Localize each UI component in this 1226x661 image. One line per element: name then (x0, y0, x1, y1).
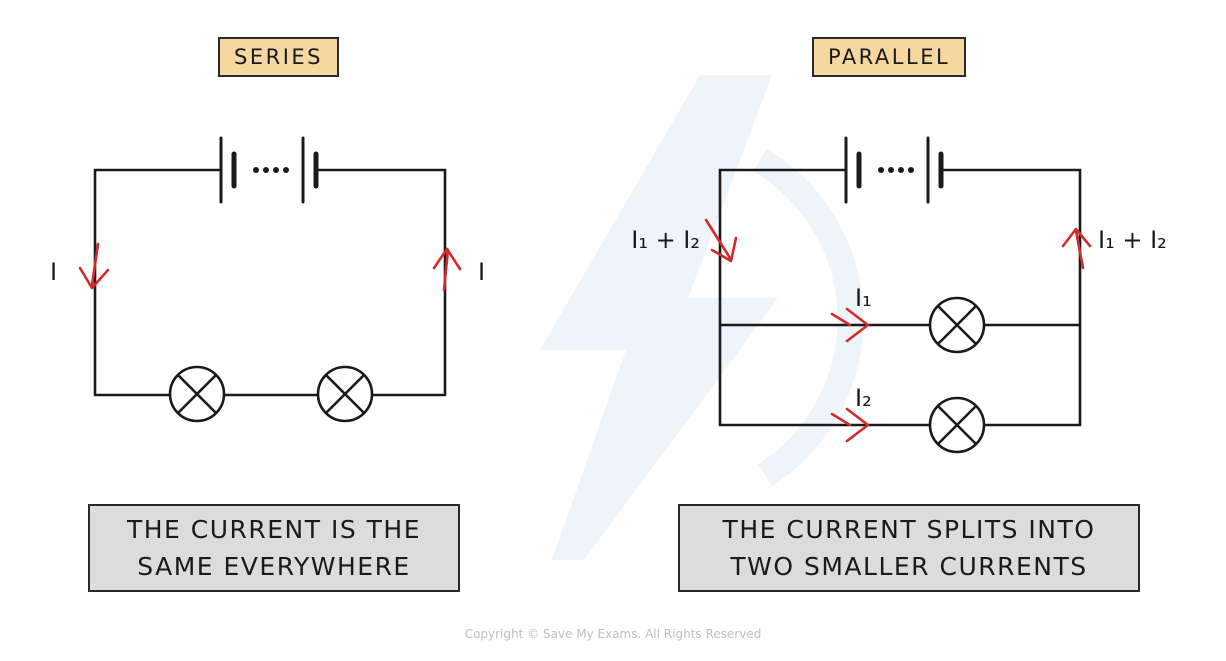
parallel-wire (718, 168, 1082, 427)
series-title-box: SERIES (218, 37, 339, 77)
parallel-left-current-arrow-icon (704, 218, 738, 263)
series-right-current-arrow-icon (432, 247, 462, 292)
parallel-right-current-label: I₁ + I₂ (1098, 226, 1167, 254)
parallel-circuit (704, 136, 1092, 454)
branch1-current-label: I₁ (855, 284, 872, 312)
series-caption-line2: SAME EVERYWHERE (137, 552, 411, 581)
branch1-current-arrow-icon (830, 307, 870, 343)
parallel-left-current-label: I₁ + I₂ (631, 226, 700, 254)
series-wire (93, 168, 447, 397)
watermark-swoosh-icon (753, 148, 864, 486)
branch2-current-label: I₂ (855, 384, 872, 412)
lamp-icon (928, 296, 986, 354)
parallel-right-current-arrow-icon (1061, 227, 1092, 270)
parallel-caption-line2: TWO SMALLER CURRENTS (730, 552, 1088, 581)
parallel-caption-box: THE CURRENT SPLITS INTO TWO SMALLER CURR… (678, 504, 1140, 592)
series-caption-line1: THE CURRENT IS THE (126, 514, 422, 544)
copyright-text: Copyright © Save My Exams. All Rights Re… (464, 627, 762, 641)
battery-icon (219, 136, 319, 204)
branch2-current-arrow-icon (830, 407, 870, 443)
lamp-icon (168, 365, 226, 423)
lamp-icon (928, 396, 986, 454)
battery-icon (844, 136, 944, 204)
series-left-current-arrow-icon (78, 242, 110, 290)
lamp-icon (316, 365, 374, 423)
series-caption-box: THE CURRENT IS THE SAME EVERYWHERE (88, 504, 460, 592)
watermark-bolt-icon (540, 75, 778, 560)
series-left-current-label: I (50, 258, 58, 286)
series-right-current-label: I (478, 258, 486, 286)
parallel-title-label: PARALLEL (828, 45, 951, 69)
series-circuit (78, 136, 462, 423)
parallel-title-box: PARALLEL (812, 37, 967, 77)
parallel-caption-line1: THE CURRENT SPLITS INTO (722, 514, 1096, 544)
series-title-label: SERIES (234, 45, 323, 69)
